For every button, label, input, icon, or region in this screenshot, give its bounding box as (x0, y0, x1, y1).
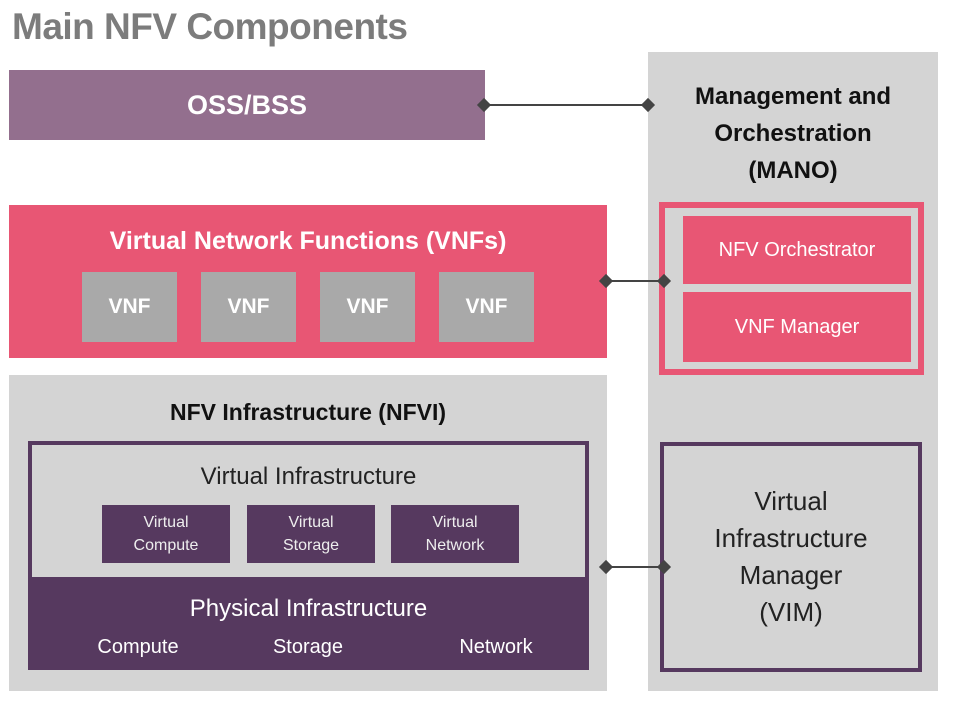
virtual-compute-box: Virtual Compute (102, 505, 230, 563)
vnf-box: VNF (201, 272, 296, 342)
virtual-storage-label: Virtual Storage (282, 514, 340, 554)
vim-box: Virtual Infrastructure Manager (VIM) (660, 442, 922, 672)
mano-title: Management and Orchestration (MANO) (648, 78, 938, 189)
vnf-box: VNF (320, 272, 415, 342)
vnf-box: VNF (82, 272, 177, 342)
vnf-box: VNF (439, 272, 534, 342)
physical-infrastructure-title: Physical Infrastructure (189, 595, 428, 622)
virtual-infrastructure-box: Virtual Infrastructure Virtual Compute V… (28, 441, 589, 581)
nfv-orchestrator-label: NFV Orchestrator (718, 238, 876, 261)
nfv-orchestrator-box: NFV Orchestrator (683, 216, 911, 284)
vnf-manager-label: VNF Manager (734, 315, 860, 338)
vnfs-title: Virtual Network Functions (VNFs) (109, 227, 507, 255)
orchestration-group: NFV Orchestrator VNF Manager (659, 202, 924, 375)
vnf-label: VNF (108, 295, 151, 318)
vim-label-line: Infrastructure (714, 523, 868, 553)
physical-compute-label: Compute (97, 636, 179, 658)
nfvi-title: NFV Infrastructure (NFVI) (169, 399, 447, 425)
virtual-network-box: Virtual Network (391, 505, 519, 563)
vnf-manager-box: VNF Manager (683, 292, 911, 362)
vnf-label: VNF (346, 295, 389, 318)
vnf-label: VNF (465, 295, 508, 318)
physical-infrastructure-box: Physical Infrastructure Compute Storage … (28, 581, 589, 670)
nfvi-panel: NFV Infrastructure (NFVI) Virtual Infras… (9, 375, 607, 691)
vim-label-line: Manager (739, 560, 843, 590)
vim-label-line: (VIM) (759, 597, 823, 627)
virtual-network-label: Virtual Network (425, 514, 485, 554)
vim-label-line: Virtual (754, 486, 828, 516)
vnfs-panel: Virtual Network Functions (VNFs) VNF VNF… (9, 205, 607, 358)
virtual-compute-label: Virtual Compute (133, 514, 199, 554)
vnf-label: VNF (227, 295, 270, 318)
mano-title-line: Orchestration (714, 120, 872, 147)
virtual-storage-box: Virtual Storage (247, 505, 375, 563)
virtual-infrastructure-title: Virtual Infrastructure (200, 463, 417, 490)
oss-bss-box: OSS/BSS (9, 70, 485, 140)
oss-bss-label: OSS/BSS (186, 89, 308, 120)
mano-title-line: Management and (694, 83, 892, 110)
connector-nfvi-vim (606, 566, 664, 568)
connector-vnfs-mano (606, 280, 664, 282)
physical-network-label: Network (459, 636, 533, 658)
mano-title-line: (MANO) (748, 157, 838, 184)
diagram-title: Main NFV Components (12, 6, 408, 47)
connector-oss-mano (484, 104, 648, 106)
mano-panel: Management and Orchestration (MANO) NFV … (648, 52, 938, 691)
physical-storage-label: Storage (272, 636, 344, 658)
